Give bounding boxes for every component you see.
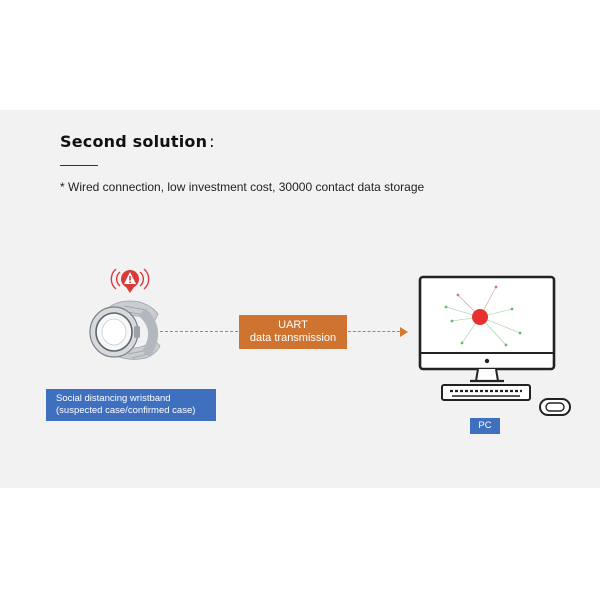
pc-illustration	[418, 275, 571, 416]
network-graph-icon	[444, 285, 522, 347]
section-title: Second solution:	[60, 132, 215, 151]
uart-label-line1: UART	[278, 319, 308, 331]
uart-label: UART data transmission	[239, 315, 347, 349]
section-title-text: Second solution	[60, 132, 208, 151]
alert-icon	[110, 268, 150, 293]
wristband-illustration	[89, 268, 161, 360]
connection-line-right	[348, 331, 400, 332]
keyboard-icon	[441, 384, 531, 401]
section-subtitle: * Wired connection, low investment cost,…	[60, 180, 425, 194]
connection-line-left	[160, 331, 238, 332]
pc-label: PC	[470, 418, 500, 434]
wristband-label: Social distancing wristband (suspected c…	[46, 389, 216, 421]
mouse-icon	[539, 398, 571, 416]
wristband-label-line2: (suspected case/confirmed case)	[56, 405, 196, 416]
title-underline	[60, 165, 98, 166]
arrow-right-icon	[400, 327, 408, 337]
section-title-colon: :	[209, 132, 215, 151]
uart-label-line2: data transmission	[249, 332, 337, 344]
monitor-icon	[418, 275, 556, 383]
wristband-label-line1: Social distancing wristband	[56, 393, 171, 404]
